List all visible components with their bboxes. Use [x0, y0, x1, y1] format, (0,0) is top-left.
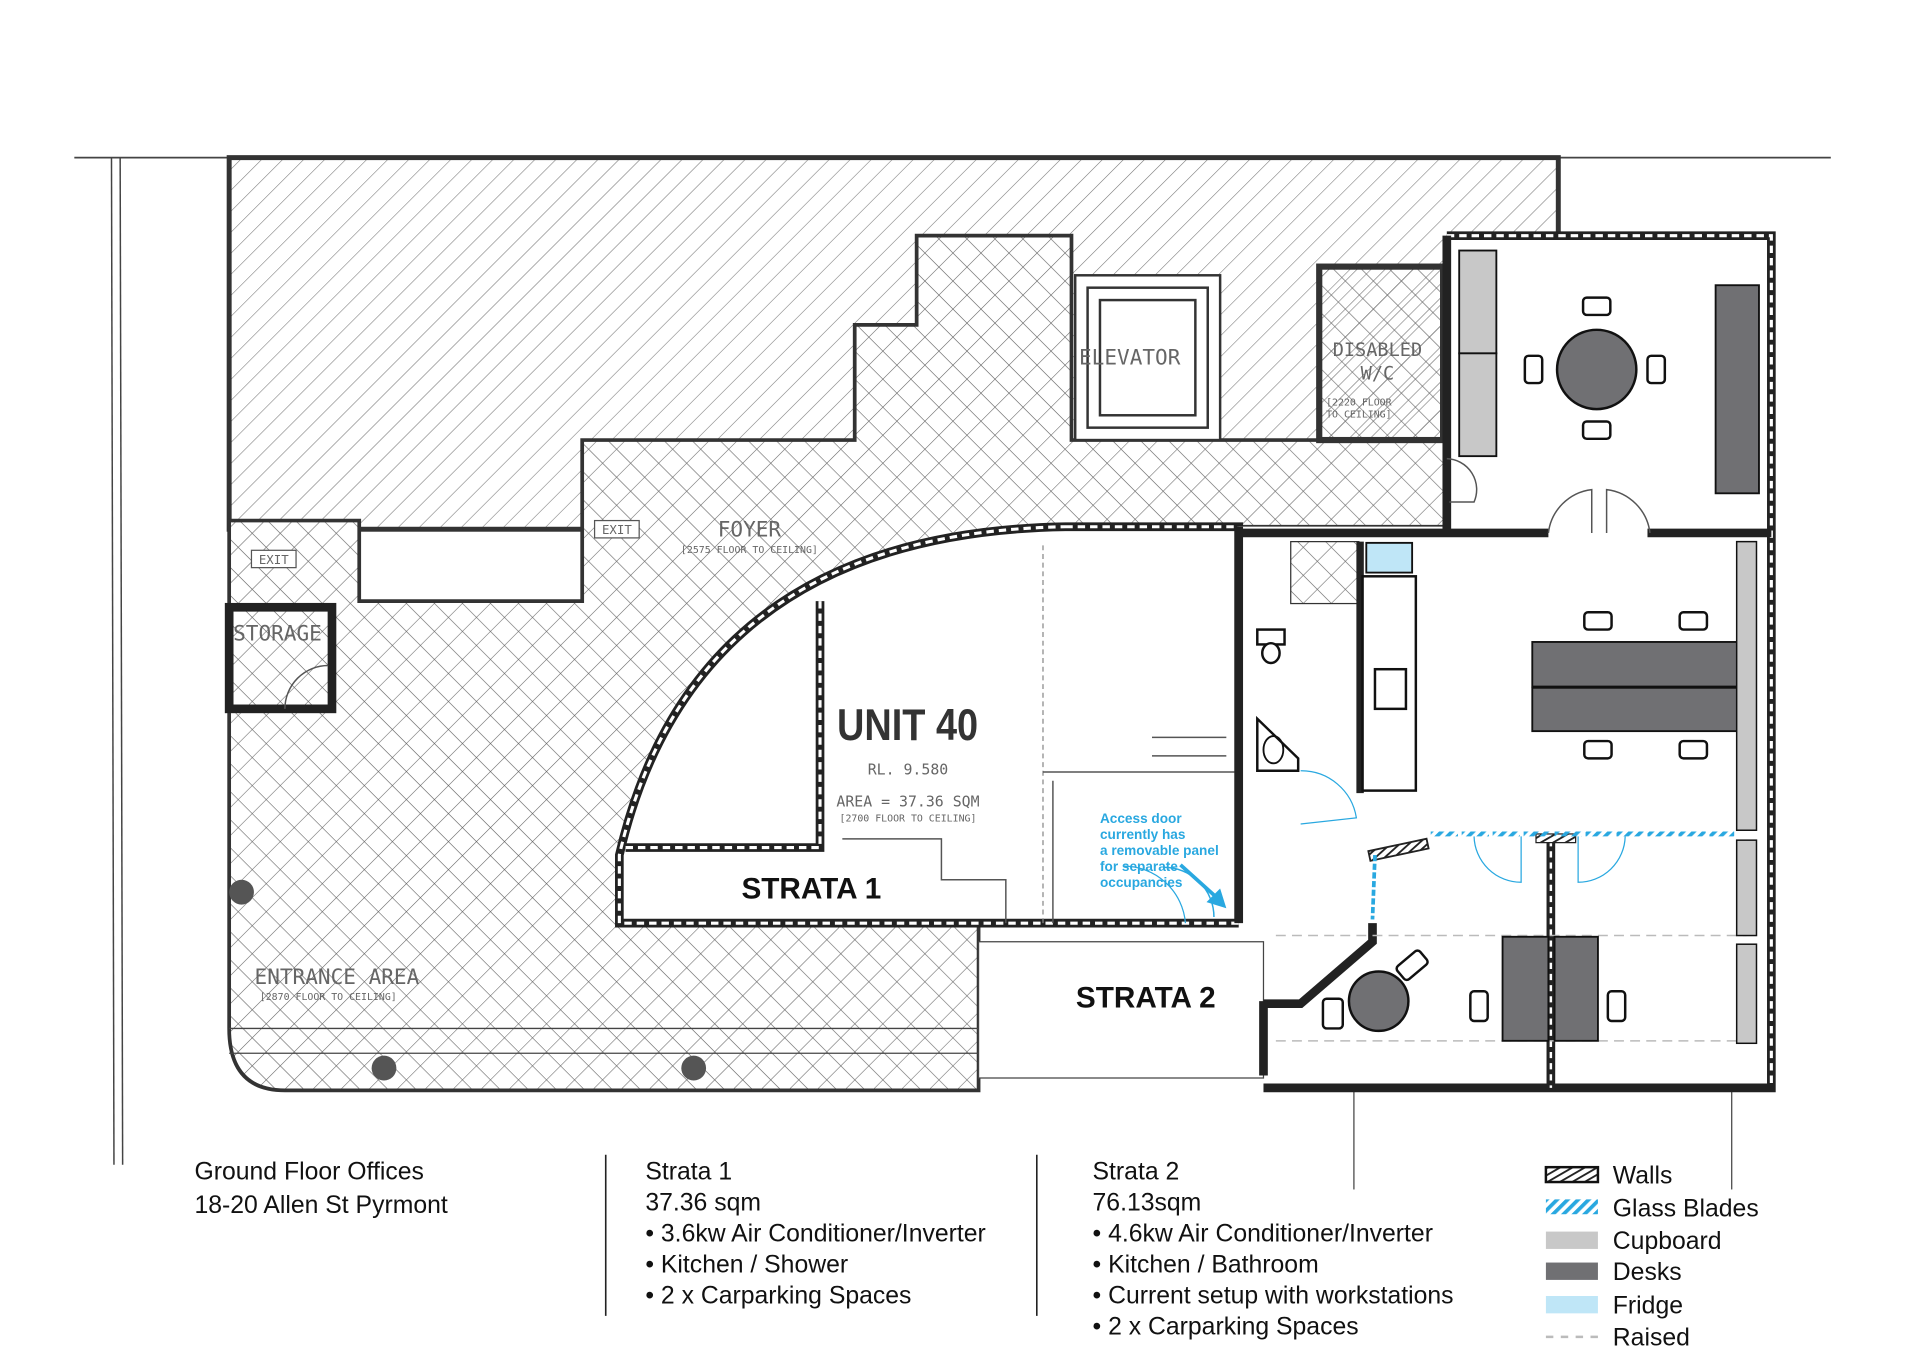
svg-text:currently has: currently has — [1100, 827, 1186, 842]
cupboard-swatch — [1545, 1231, 1598, 1249]
storage-label: STORAGE — [233, 621, 322, 646]
exit-sign: EXIT — [259, 553, 289, 567]
strata-2-info: Strata 2 76.13sqm • 4.6kw Air Conditione… — [1093, 1159, 1454, 1341]
legend-desks: Desks — [1613, 1259, 1682, 1286]
elevator-label: ELEVATOR — [1079, 344, 1181, 369]
legend-cupboard: Cupboard — [1613, 1228, 1722, 1255]
svg-text:Access door: Access door — [1100, 811, 1182, 826]
unit-label: UNIT 40 — [837, 700, 978, 750]
elevator: ELEVATOR — [1073, 274, 1222, 442]
svg-text:• 3.6kw Air Conditioner/Invert: • 3.6kw Air Conditioner/Inverter — [645, 1220, 985, 1247]
legend: Walls Glass Blades Cupboard Desks Fridge… — [1544, 1162, 1759, 1352]
address: 18-20 Allen St Pyrmont — [194, 1192, 447, 1219]
round-table — [1347, 970, 1410, 1033]
strata-1-label: STRATA 1 — [741, 872, 881, 905]
cupboard — [1735, 839, 1758, 937]
title: Ground Floor Offices — [194, 1159, 423, 1186]
fridge-swatch — [1545, 1295, 1598, 1314]
area-label: AREA = 37.36 SQM — [836, 793, 979, 811]
legend-raised: Raised — [1613, 1325, 1690, 1352]
legend-walls: Walls — [1613, 1162, 1673, 1189]
svg-text:• 2 x Carparking Spaces: • 2 x Carparking Spaces — [645, 1282, 911, 1309]
exit-sign: EXIT — [602, 523, 632, 537]
svg-text:37.36 sqm: 37.36 sqm — [645, 1190, 761, 1217]
property-info: Ground Floor Offices 18-20 Allen St Pyrm… — [194, 1154, 1454, 1341]
svg-text:• 4.6kw Air Conditioner/Invert: • 4.6kw Air Conditioner/Inverter — [1093, 1220, 1433, 1247]
foyer-label: FOYER — [718, 517, 782, 542]
svg-text:76.13sqm: 76.13sqm — [1093, 1190, 1202, 1217]
desk — [1531, 641, 1757, 688]
wc-label: DISABLED — [1333, 340, 1422, 361]
desk — [1714, 284, 1760, 495]
svg-text:• Kitchen / Bathroom: • Kitchen / Bathroom — [1093, 1251, 1319, 1278]
svg-text:occupancies: occupancies — [1100, 875, 1183, 890]
access-door-note: Access door currently has a removable pa… — [1100, 811, 1219, 890]
strata-1-unit: UNIT 40 RL. 9.580 AREA = 37.36 SQM [2700… — [615, 522, 1244, 928]
rl-label: RL. 9.580 — [868, 761, 949, 779]
unit-ceiling: [2700 FLOOR TO CEILING] — [839, 814, 976, 825]
storage-room — [224, 602, 337, 714]
furniture — [1321, 249, 1760, 1045]
desk — [1501, 935, 1550, 1042]
cupboard — [1458, 249, 1498, 355]
wc-label: W/C — [1361, 363, 1395, 384]
desk — [1531, 686, 1757, 733]
svg-text:• 2 x Carparking Spaces: • 2 x Carparking Spaces — [1093, 1313, 1359, 1340]
foyer-ceiling: [2575 FLOOR TO CEILING] — [681, 545, 818, 556]
wc-ceiling: [2220 FLOOR — [1326, 397, 1392, 408]
desk — [1553, 935, 1599, 1042]
arrow-icon — [1179, 863, 1219, 900]
sink — [1373, 667, 1408, 711]
legend-fridge: Fridge — [1613, 1292, 1683, 1319]
disabled-wc: DISABLED W/C [2220 FLOOR TO CEILING] — [1316, 263, 1447, 444]
strata-1-info: Strata 1 37.36 sqm • 3.6kw Air Condition… — [645, 1159, 985, 1310]
glass-swatch — [1545, 1199, 1598, 1215]
wc-ceiling: TO CEILING] — [1326, 410, 1392, 421]
fridge — [1365, 541, 1414, 574]
cupboard — [1458, 352, 1498, 458]
entrance-ceiling: [2870 FLOOR TO CEILING] — [260, 992, 397, 1003]
svg-text:• Kitchen / Shower: • Kitchen / Shower — [645, 1251, 848, 1278]
desks-swatch — [1545, 1262, 1598, 1280]
svg-text:for separate: for separate — [1100, 859, 1178, 874]
walls-swatch — [1544, 1165, 1600, 1184]
svg-text:• Current setup with workstati: • Current setup with workstations — [1093, 1282, 1454, 1309]
cupboard — [1735, 540, 1758, 831]
svg-text:Strata 2: Strata 2 — [1093, 1159, 1180, 1186]
legend-glass: Glass Blades — [1613, 1196, 1759, 1223]
cupboard — [1735, 943, 1758, 1045]
svg-text:Strata 1: Strata 1 — [645, 1159, 732, 1186]
svg-text:a removable panel: a removable panel — [1100, 843, 1219, 858]
meeting-table — [1555, 328, 1638, 411]
entrance-label: ENTRANCE AREA — [255, 964, 420, 989]
strata-2-label: STRATA 2 — [1076, 981, 1216, 1014]
